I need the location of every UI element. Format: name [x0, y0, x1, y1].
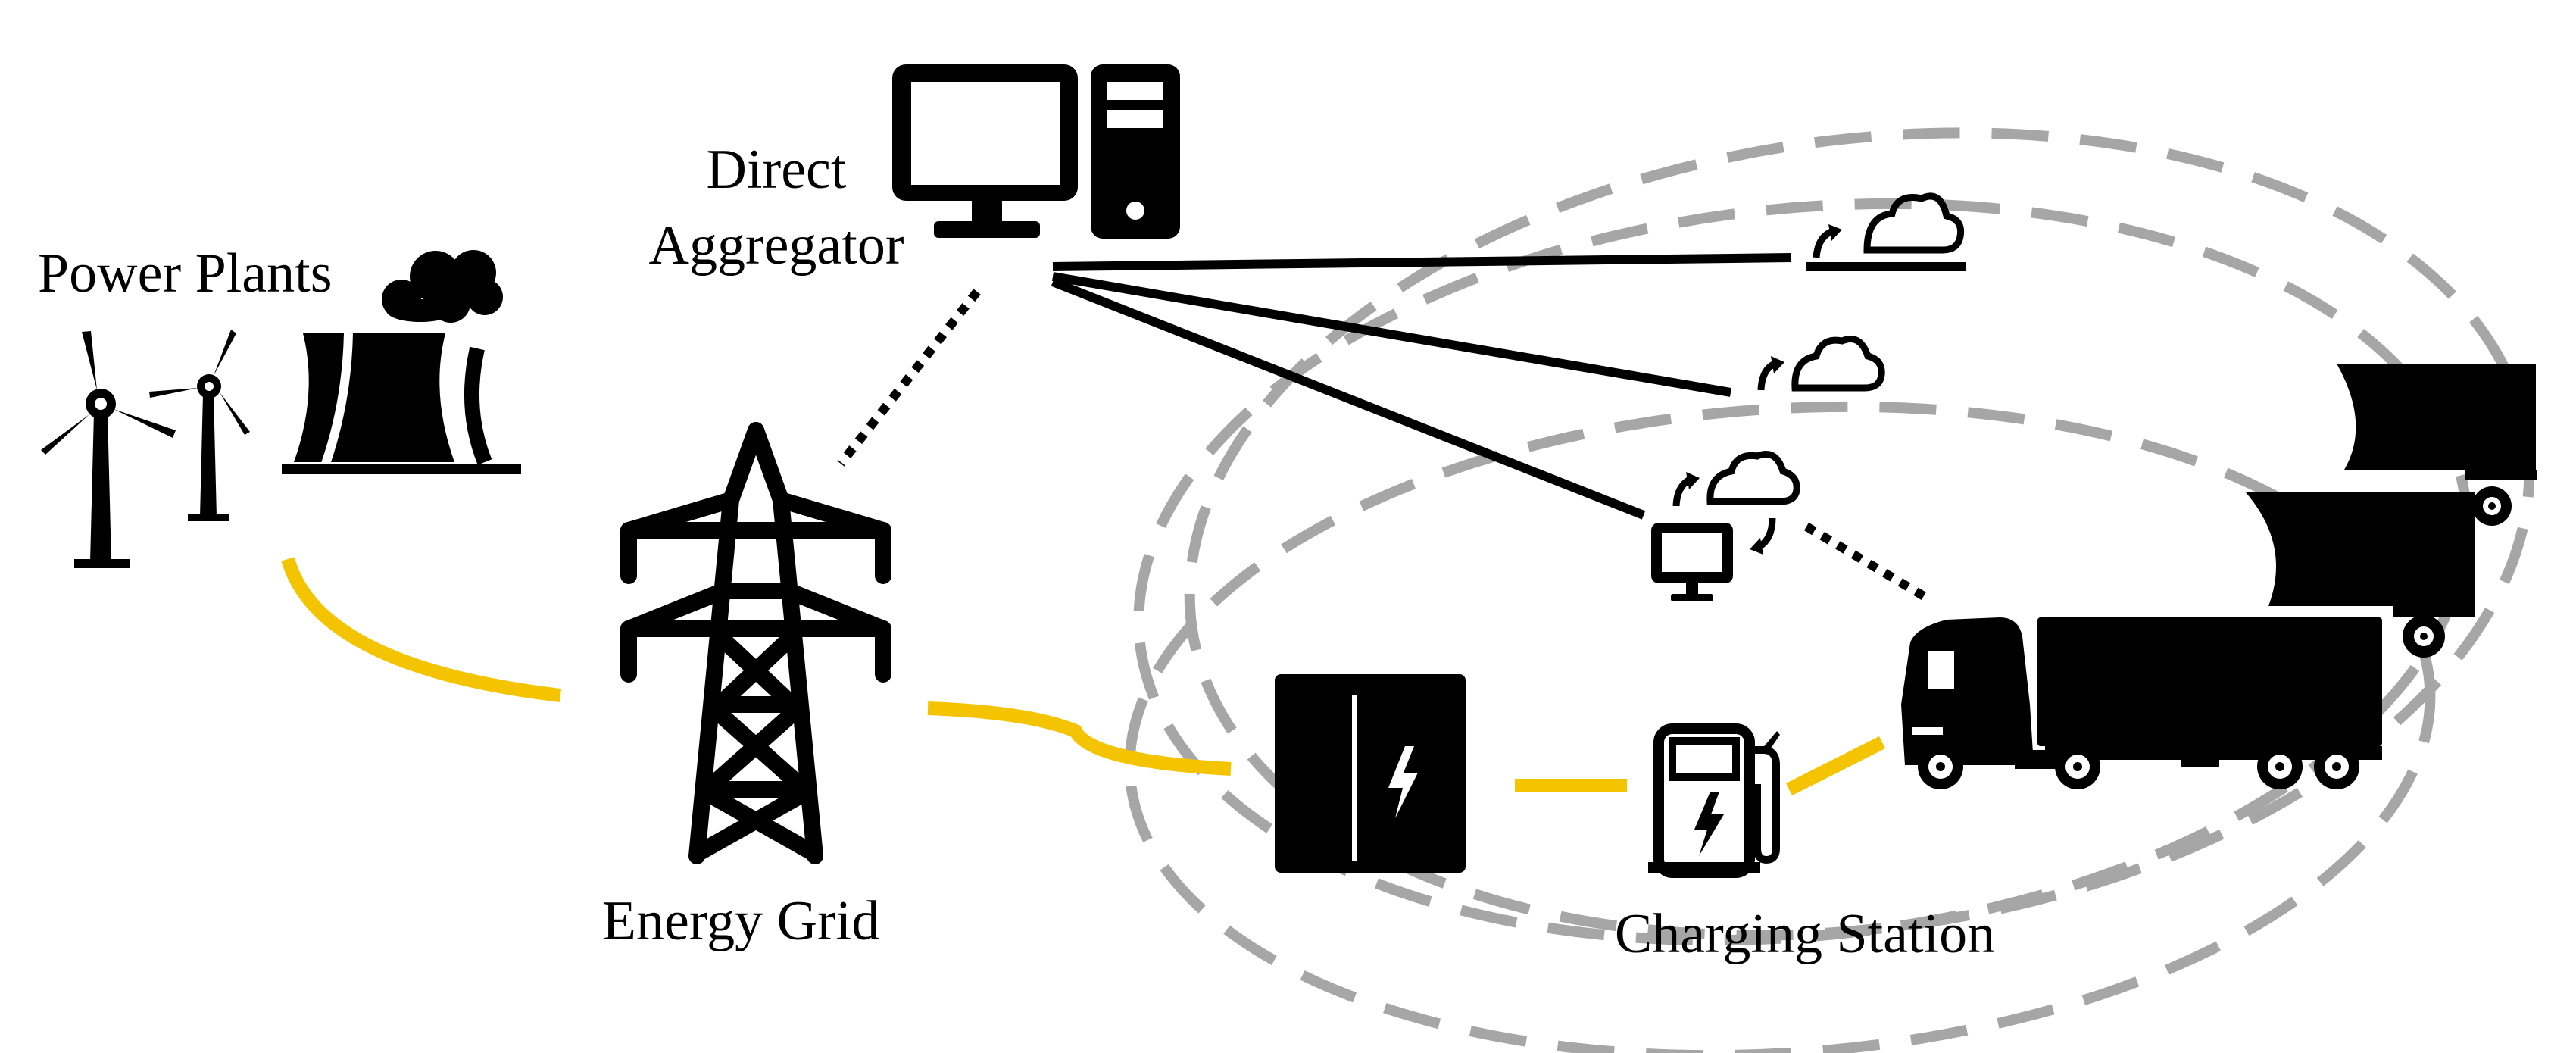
cloud-sync-icon — [1757, 336, 1885, 392]
power-line-plants-to-grid — [281, 557, 562, 702]
transmission-tower-icon — [620, 422, 891, 864]
label-power-plants: Power Plants — [38, 242, 333, 305]
cloud-sync-icon — [1672, 451, 1800, 555]
truck-icon — [1901, 617, 2382, 789]
wind-turbine-icon — [41, 330, 250, 568]
fuel-pump-icon — [1648, 723, 1780, 878]
power-lines — [281, 557, 1886, 796]
link-aggregator-to-truck-1 — [1051, 277, 1646, 520]
truck-icon — [2246, 492, 2475, 658]
dotted-link-monitor-to-truck — [1803, 522, 1931, 603]
communication-links — [1051, 253, 1792, 520]
power-line-charger-to-truck — [1785, 736, 1886, 796]
truck-icon — [2337, 364, 2537, 526]
charging-station-boundary — [1124, 401, 2436, 1053]
cooling-tower-icon — [282, 250, 521, 474]
desktop-computer-icon — [892, 64, 1180, 239]
battery-storage-icon — [1275, 674, 1466, 873]
label-energy-grid: Energy Grid — [602, 890, 880, 952]
cloud-sync-icon — [1806, 192, 1966, 271]
label-direct-aggregator-line-1: Direct — [707, 139, 847, 201]
label-charging-station: Charging Station — [1615, 903, 1995, 965]
power-line-grid-to-battery — [927, 701, 1232, 776]
link-aggregator-to-truck-2 — [1051, 272, 1732, 397]
label-direct-aggregator-line-2: Aggregator — [649, 214, 904, 277]
link-aggregator-to-truck-3 — [1052, 253, 1792, 271]
dotted-link-aggregator-to-grid — [837, 289, 981, 467]
monitor-icon — [1651, 523, 1733, 601]
dotted-links — [837, 289, 1931, 603]
